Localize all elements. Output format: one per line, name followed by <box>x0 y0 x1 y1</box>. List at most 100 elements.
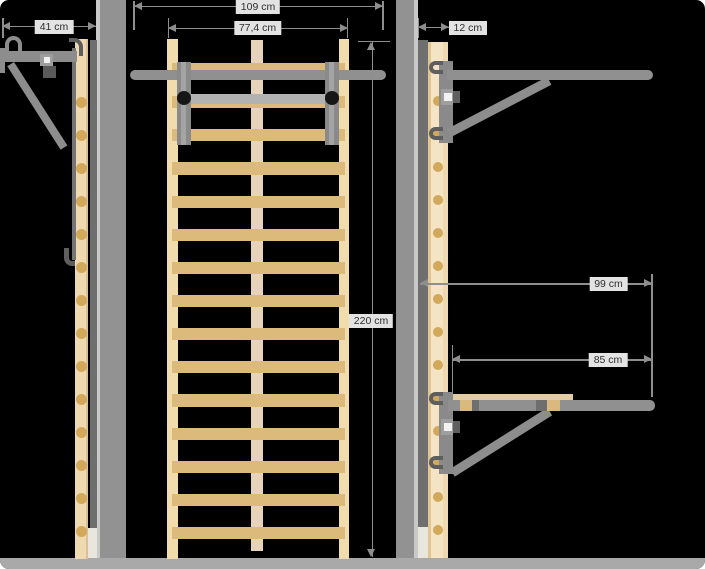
left-diagonal-brace <box>7 62 68 150</box>
rung <box>172 427 345 440</box>
dimension-label-109cm: 109 cm <box>235 0 281 14</box>
dim-line-12cm <box>418 26 449 28</box>
post-hole <box>75 162 87 174</box>
dimension-label-77-4cm: 77,4 cm <box>233 20 282 35</box>
arrow-left-icon <box>168 23 176 32</box>
rung <box>172 195 345 208</box>
post-hole <box>432 525 443 535</box>
rung <box>172 527 345 540</box>
left-clamp-bolt <box>44 57 50 63</box>
post-hole <box>75 525 87 537</box>
bench-clamp-bolt <box>443 423 452 431</box>
left-lock-knob <box>177 91 191 105</box>
left-wall-rail <box>90 40 97 528</box>
bench-hook-upper-icon <box>429 392 443 405</box>
dim-tick-109cm-right <box>382 1 384 30</box>
post-hole <box>432 162 443 172</box>
arrow-right-icon <box>88 21 96 30</box>
top-diagonal-brace <box>447 76 552 137</box>
arrow-left-icon <box>420 279 428 288</box>
dim-tick-85cm <box>451 345 453 394</box>
right-lock-knob <box>324 91 339 105</box>
bench-cleat-right <box>547 400 560 411</box>
hanger-hook-icon <box>5 36 22 51</box>
pullup-bar-front <box>130 69 386 80</box>
post-hole <box>75 360 87 372</box>
left-wall-edge <box>96 0 100 558</box>
dimension-label-85cm: 85 cm <box>588 352 628 367</box>
dim-tick-220cm <box>358 40 390 42</box>
bench-diagonal-brace <box>450 407 552 477</box>
top-clamp-knob <box>453 91 460 103</box>
dimension-label-220cm: 220 cm <box>348 314 394 328</box>
bench-hinge-tab-left <box>471 400 479 411</box>
post-hole <box>75 492 87 504</box>
arrow-down-icon <box>367 549 376 557</box>
rung <box>172 228 345 241</box>
dimension-label-41cm: 41 cm <box>34 19 74 34</box>
rung <box>172 295 345 308</box>
bench-cleat-left <box>459 400 472 411</box>
dim-line-99cm <box>420 283 652 285</box>
pullup-bar-side <box>447 69 653 80</box>
post-hole <box>75 426 87 438</box>
lower-cross-bar <box>184 94 333 104</box>
post-hole <box>75 294 87 306</box>
right-wall <box>396 0 414 558</box>
post-hole <box>432 426 443 436</box>
post-hole <box>75 195 87 207</box>
post-hole <box>75 459 87 471</box>
post-hole <box>75 129 87 141</box>
arrow-left-icon <box>418 22 426 31</box>
left-top-hook-icon <box>69 38 83 56</box>
arrow-right-icon <box>643 279 652 288</box>
post-hole <box>432 195 443 205</box>
rung <box>172 162 345 175</box>
post-hole <box>432 327 443 337</box>
arrow-right-icon <box>375 1 383 10</box>
arrow-right-icon <box>339 23 348 32</box>
arrow-right-icon <box>440 22 449 31</box>
rung <box>172 129 345 142</box>
post-hole <box>432 492 443 502</box>
dim-tick-109cm-left <box>133 1 135 30</box>
post-hole <box>75 393 87 405</box>
top-clamp-bolt <box>443 93 452 101</box>
dim-line-220cm <box>371 41 373 557</box>
rung <box>172 261 345 275</box>
left-clamp-lower <box>43 66 56 78</box>
rung <box>172 394 345 407</box>
post-hole <box>432 360 443 370</box>
post-hole <box>75 96 87 108</box>
left-bottom-hook-icon <box>64 248 75 266</box>
arrow-right-icon <box>643 355 652 364</box>
post-hole <box>75 228 87 240</box>
arrow-left-icon <box>133 1 142 10</box>
rung <box>172 493 345 507</box>
right-wall-edge <box>414 0 418 558</box>
rung <box>172 460 345 473</box>
dimension-label-12cm: 12 cm <box>448 20 488 35</box>
pullup-arm-side <box>0 50 77 62</box>
arrow-left-icon <box>452 355 460 364</box>
left-wall-rail-foot <box>88 528 97 558</box>
post-hole <box>75 327 87 339</box>
arrow-up-icon <box>367 42 376 50</box>
post-hole <box>75 261 87 273</box>
post-hole <box>432 96 443 106</box>
dim-line-85cm <box>452 359 652 361</box>
pullup-arm-end-plate <box>0 48 5 73</box>
rung <box>172 328 345 341</box>
left-wall <box>100 0 126 558</box>
top-hook-lower-icon <box>429 127 443 140</box>
left-bracket-bar <box>71 48 76 260</box>
post-hole <box>432 294 443 304</box>
post-hole <box>432 228 443 238</box>
floor <box>0 558 705 569</box>
right-wall-rail-foot <box>417 527 428 558</box>
dimension-label-99cm: 99 cm <box>589 276 628 291</box>
bench-hook-lower-icon <box>429 456 443 469</box>
bench-clamp-knob <box>453 421 460 433</box>
arrow-left-icon <box>2 21 10 30</box>
